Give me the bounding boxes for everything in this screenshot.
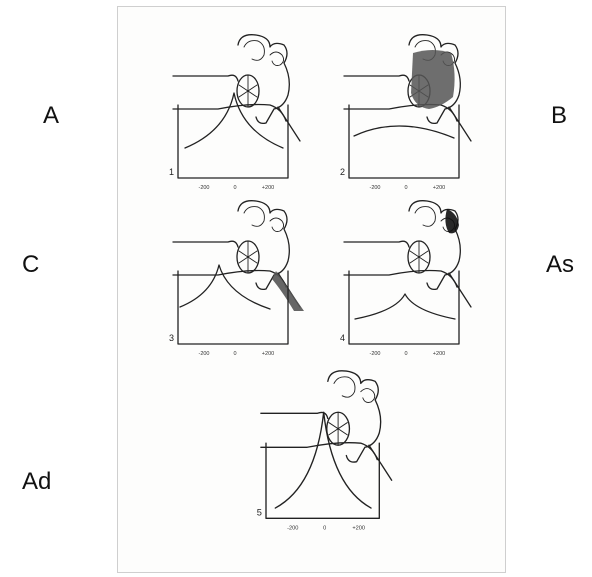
label-as: As: [546, 253, 574, 277]
graph-axes: [266, 443, 379, 518]
membrane-lines: [329, 412, 348, 445]
label-c: C: [22, 253, 39, 277]
tympanogram-curve: [185, 93, 283, 148]
panel-3: 3 -200 0 +200: [169, 201, 304, 357]
eustachian-tube: [278, 107, 300, 141]
ossicle-chain: [415, 207, 435, 227]
tympanogram-curve: [180, 265, 270, 309]
tympanogram-figure: 1 -200 0 +200 2 -200 0 +200 3 -200 0 +200 4 -200 0 +200…: [117, 6, 506, 573]
tick-label: +200: [433, 185, 445, 191]
tick-label: 0: [404, 185, 407, 191]
ear-canal-top: [173, 75, 238, 81]
tick-label: -200: [369, 351, 380, 357]
ear-anatomy: [173, 35, 300, 141]
ear-anatomy: [344, 201, 471, 307]
graph-axes: [349, 271, 459, 344]
panel-1: 1 -200 0 +200: [169, 35, 300, 191]
panel-2: 2 -200 0 +200: [340, 35, 471, 191]
graph-axes: [178, 105, 288, 178]
eustachian-tube: [449, 273, 471, 307]
ossicle-chain: [244, 207, 264, 227]
tick-label: 0: [233, 351, 236, 357]
ossicle-chain: [244, 41, 264, 61]
tick-label: 0: [233, 185, 236, 191]
membrane-lines: [239, 241, 257, 273]
ear-anatomy: [173, 201, 304, 311]
cochlea-icon: [270, 52, 284, 66]
ear-canal-top: [261, 412, 328, 418]
tick-label: +200: [352, 526, 365, 532]
panel-number: 4: [340, 333, 345, 343]
label-a: A: [43, 104, 59, 128]
ear-canal-top: [173, 241, 238, 247]
membrane-lines: [239, 75, 257, 107]
eustachian-tube: [449, 107, 471, 141]
tick-label: +200: [262, 351, 274, 357]
tympanogram-drawing: 1 -200 0 +200 2 -200 0 +200 3 -200 0 +200 4 -200 0 +200…: [118, 7, 507, 574]
graph-axes: [349, 105, 459, 178]
tick-label: -200: [198, 351, 209, 357]
tympanogram-curve: [275, 412, 371, 508]
tick-label: -200: [287, 526, 298, 532]
tick-label: 0: [404, 351, 407, 357]
label-ad: Ad: [22, 470, 51, 494]
ossicle-shading: [445, 209, 459, 233]
ear-anatomy: [344, 35, 471, 141]
ear-anatomy: [261, 371, 392, 480]
tick-label: 0: [323, 526, 326, 532]
panel-number: 3: [169, 333, 174, 343]
cochlea-icon: [270, 218, 284, 232]
eustachian-tube: [369, 445, 392, 480]
tympanogram-curve: [354, 126, 454, 138]
ear-canal-top: [344, 75, 409, 81]
panel-number: 1: [169, 167, 174, 177]
tympanogram-curve: [355, 294, 455, 319]
ear-canal-top: [344, 241, 409, 247]
tick-label: -200: [369, 185, 380, 191]
tick-label: +200: [433, 351, 445, 357]
panel-number: 2: [340, 167, 345, 177]
panel-4: 4 -200 0 +200: [340, 201, 471, 357]
graph-axes: [178, 271, 288, 344]
label-b: B: [551, 104, 567, 128]
middle-ear-fluid-shading: [411, 50, 455, 109]
ossicle-chain: [334, 377, 355, 397]
membrane-lines: [410, 241, 428, 273]
cochlea-icon: [361, 389, 375, 403]
panel-number: 5: [257, 507, 262, 517]
tick-label: -200: [198, 185, 209, 191]
panel-5: 5 -200 0 +200: [257, 371, 392, 532]
tick-label: +200: [262, 185, 274, 191]
